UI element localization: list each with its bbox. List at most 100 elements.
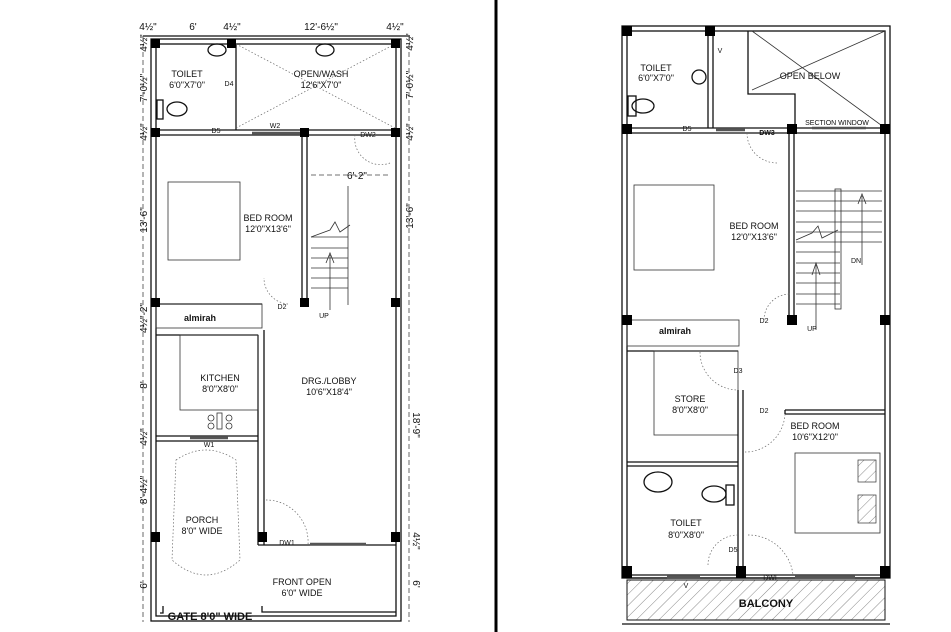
toilet-tank-icon xyxy=(627,95,637,117)
pillow-icon xyxy=(857,459,877,483)
dim-left-1: 7'-0½" xyxy=(139,73,150,102)
inner-wall-line xyxy=(155,43,397,617)
front-open-size: 6'0" WIDE xyxy=(282,588,323,598)
dim-left-3: 13'-6" xyxy=(139,207,150,233)
door-swing-dw1 xyxy=(265,499,309,546)
dim-left-5: 8' xyxy=(139,381,150,389)
almirah-label: almirah xyxy=(184,313,216,323)
toilet-seat-icon xyxy=(631,98,655,114)
door-swing-d3 xyxy=(699,351,739,391)
tag-dn: DN xyxy=(851,258,861,265)
kitchen-counter xyxy=(179,334,259,411)
store-size: 8'0"X8'0" xyxy=(672,405,708,415)
toilet-tank-icon xyxy=(725,484,735,506)
wall xyxy=(784,409,885,415)
dim-top-2: 4½" xyxy=(223,22,241,33)
dim-right-4: 18'-9" xyxy=(410,412,421,438)
dim-right-5: 4½" xyxy=(410,532,421,550)
tag-w2: W2 xyxy=(270,123,281,130)
toilet2-label: TOILET xyxy=(670,518,702,528)
front-open-label: FRONT OPEN xyxy=(273,577,332,587)
toilet-seat-icon xyxy=(166,101,188,117)
inner-wall-line xyxy=(626,30,886,579)
porch-label: PORCH xyxy=(186,515,219,525)
tag-up: UP xyxy=(807,326,817,333)
toilet2-size: 8'0"X8'0" xyxy=(668,530,704,540)
dim-right-0: 4½" xyxy=(405,33,416,51)
toilet-seat-icon xyxy=(701,485,727,503)
bed-room-size: 12'0"X13'6" xyxy=(245,224,291,234)
bed-room2-size: 10'6"X12'0" xyxy=(792,432,838,442)
gate-label: GATE 8'0" WIDE xyxy=(168,611,253,623)
stove-icon xyxy=(207,412,233,430)
toilet-label: TOILET xyxy=(171,69,203,79)
tag-d5b: D5 xyxy=(729,547,738,554)
kitchen-size: 8'0"X8'0" xyxy=(202,384,238,394)
pillow-icon xyxy=(857,494,877,524)
bed-room1-label: BED ROOM xyxy=(729,221,778,231)
car-icon xyxy=(171,449,241,576)
tag-d3: D3 xyxy=(734,368,743,375)
door-swing-dw2 xyxy=(354,134,391,166)
open-below-cross xyxy=(751,30,886,129)
dim-top-4: 4½" xyxy=(386,22,404,33)
drawing-lobby-label: DRG./LOBBY xyxy=(301,376,356,386)
tag-d2b: D2 xyxy=(760,408,769,415)
wash-basin-icon xyxy=(207,43,227,57)
dim-left-0: 4½" xyxy=(139,34,150,52)
dim-right-2: 4½" xyxy=(405,123,416,141)
bed-room1-size: 12'0"X13'6" xyxy=(731,232,777,242)
wash-basin-icon xyxy=(643,471,673,493)
ground-floor-plan: 4½" 6' 4½" 12'-6½" 4½" 4½" 7'-0½" 4½" 13… xyxy=(139,22,421,623)
store-shelf xyxy=(653,350,739,436)
dim-left-7: 8'-4½" xyxy=(139,475,150,504)
dim-left-2: 4½" xyxy=(139,123,150,141)
open-wash-size: 12'6"X7'0" xyxy=(301,80,342,90)
dim-right-3: 13'-6" xyxy=(405,203,416,229)
kitchen-label: KITCHEN xyxy=(200,373,240,383)
stair-width-dim: 6'-2" xyxy=(347,171,367,182)
almirah xyxy=(626,319,740,347)
almirah-label: almirah xyxy=(659,326,691,336)
door-swing-d2 xyxy=(763,293,791,321)
toilet1-label: TOILET xyxy=(640,63,672,73)
tag-w1: W1 xyxy=(204,442,215,449)
open-wash-label: OPEN/WASH xyxy=(294,69,349,79)
drawing-lobby-size: 10'6"X18'4" xyxy=(306,387,352,397)
dim-top-0: 4½" xyxy=(139,22,157,33)
tag-v2: V xyxy=(684,583,689,590)
porch-size: 8'0" WIDE xyxy=(182,526,223,536)
section-window-label: SECTION WINDOW xyxy=(805,120,869,127)
tag-d4: D4 xyxy=(225,81,234,88)
store-label: STORE xyxy=(675,394,706,404)
structural-columns xyxy=(622,26,890,578)
bed-icon xyxy=(633,184,715,271)
dim-top-3: 12'-6½" xyxy=(304,22,338,33)
tag-up: UP xyxy=(319,313,329,320)
tag-dw2: DW2 xyxy=(360,132,376,139)
open-below-edge xyxy=(747,31,796,128)
dim-top-1: 6' xyxy=(189,22,197,33)
structural-columns xyxy=(151,39,400,542)
toilet-size: 6'0"X7'0" xyxy=(169,80,205,90)
door-swing-dw3 xyxy=(746,132,778,164)
dim-right-1: 7'-0½" xyxy=(405,70,416,99)
bed-room-label: BED ROOM xyxy=(243,213,292,223)
tag-dw1: DWI xyxy=(763,575,777,582)
gate-opening xyxy=(160,606,396,614)
door-swing-dw1 xyxy=(747,534,794,576)
outer-wall xyxy=(621,25,891,579)
almirah xyxy=(155,303,263,329)
dim-left-8: 6' xyxy=(139,581,150,589)
balcony-label: BALCONY xyxy=(739,598,794,610)
dim-right-6: 6' xyxy=(410,580,421,588)
wash-basin-icon xyxy=(315,43,335,57)
door-swing-d5 xyxy=(707,534,739,566)
toilet1-size: 6'0"X7'0" xyxy=(638,73,674,83)
door-swing-d2 xyxy=(263,277,289,305)
staircase xyxy=(310,174,390,310)
first-floor-plan: TOILET 6'0"X7'0" OPEN BELOW BED ROOM 12'… xyxy=(621,25,891,625)
tag-d2: D2 xyxy=(760,318,769,325)
tag-v: V xyxy=(718,48,723,55)
